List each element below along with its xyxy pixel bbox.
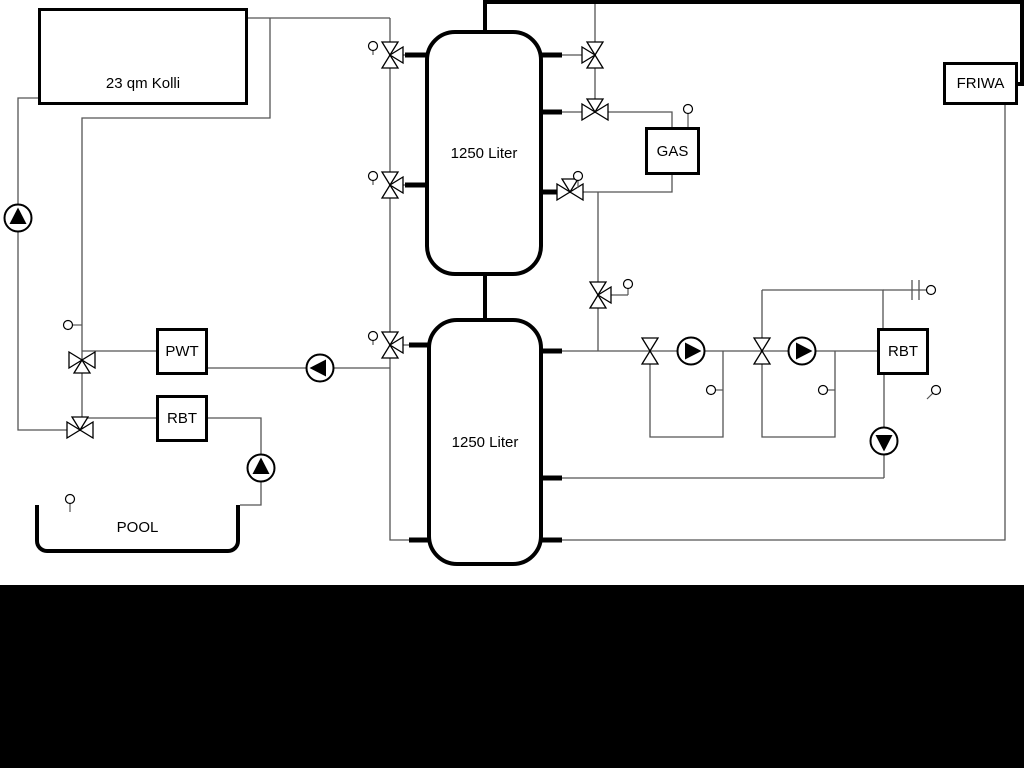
sensor-icon: [622, 278, 634, 290]
solar-collector-box: 23 qm Kolli: [38, 8, 248, 105]
rbt-right-box: RBT: [877, 328, 929, 375]
sensor-icon: [62, 319, 74, 331]
pump-icon: [305, 353, 335, 383]
buffer-tank-bottom-label: 1250 Liter: [451, 433, 519, 451]
pump-icon: [787, 336, 817, 366]
buffer-tank-top-label: 1250 Liter: [450, 144, 518, 162]
three-way-valve-icon: [589, 281, 612, 309]
pipe-segment: [595, 111, 673, 127]
three-way-valve-icon: [581, 41, 604, 69]
gas-boiler-label: GAS: [656, 142, 689, 160]
three-way-valve-icon: [381, 331, 404, 359]
three-way-valve-icon: [581, 98, 609, 121]
sensor-icon: [64, 493, 76, 505]
gas-boiler-box: GAS: [645, 127, 700, 175]
pump-icon: [869, 426, 899, 456]
pool-basin: POOL: [35, 505, 240, 553]
sensor-icon: [367, 330, 379, 342]
pipe-segment: [389, 18, 409, 541]
sensor-icon: [925, 284, 937, 296]
thick-pipes: [405, 0, 1024, 543]
three-way-valve-icon: [556, 178, 584, 201]
sensor-stem: [926, 392, 934, 400]
buffer-tank-bottom: 1250 Liter: [427, 318, 543, 566]
pipe-segment: [562, 105, 1006, 541]
three-way-valve-icon: [381, 171, 404, 199]
rbt-left-box: RBT: [156, 395, 208, 442]
pipe-segment: [649, 351, 724, 438]
friwa-label: FRIWA: [956, 75, 1005, 92]
pool-label: POOL: [116, 518, 159, 536]
three-way-valve-icon: [381, 41, 404, 69]
sensor-icon: [930, 384, 942, 396]
pipe-segment: [761, 351, 836, 438]
bottom-black-bar: [0, 585, 1024, 768]
sensor-icon: [572, 170, 584, 182]
pipe-segment: [762, 289, 884, 328]
pipe-segment: [558, 175, 673, 193]
pump-icon: [3, 203, 33, 233]
pwt-label: PWT: [165, 343, 199, 360]
friwa-box: FRIWA: [943, 62, 1018, 105]
sensor-icon: [682, 103, 694, 115]
rbt-left-label: RBT: [167, 410, 197, 427]
solar-collector-label: 23 qm Kolli: [105, 75, 181, 92]
sensor-icon: [817, 384, 829, 396]
rbt-right-label: RBT: [888, 343, 918, 360]
pump-icon: [246, 453, 276, 483]
pwt-box: PWT: [156, 328, 208, 375]
pump-icon: [676, 336, 706, 366]
sensor-icon: [367, 40, 379, 52]
sensor-icon: [705, 384, 717, 396]
sensor-icon: [367, 170, 379, 182]
pipe-main: [483, 0, 1024, 86]
pipe-segment: [81, 18, 271, 430]
buffer-tank-top: 1250 Liter: [425, 30, 543, 276]
pipe-segment: [17, 97, 82, 431]
three-way-valve-icon: [66, 416, 94, 439]
